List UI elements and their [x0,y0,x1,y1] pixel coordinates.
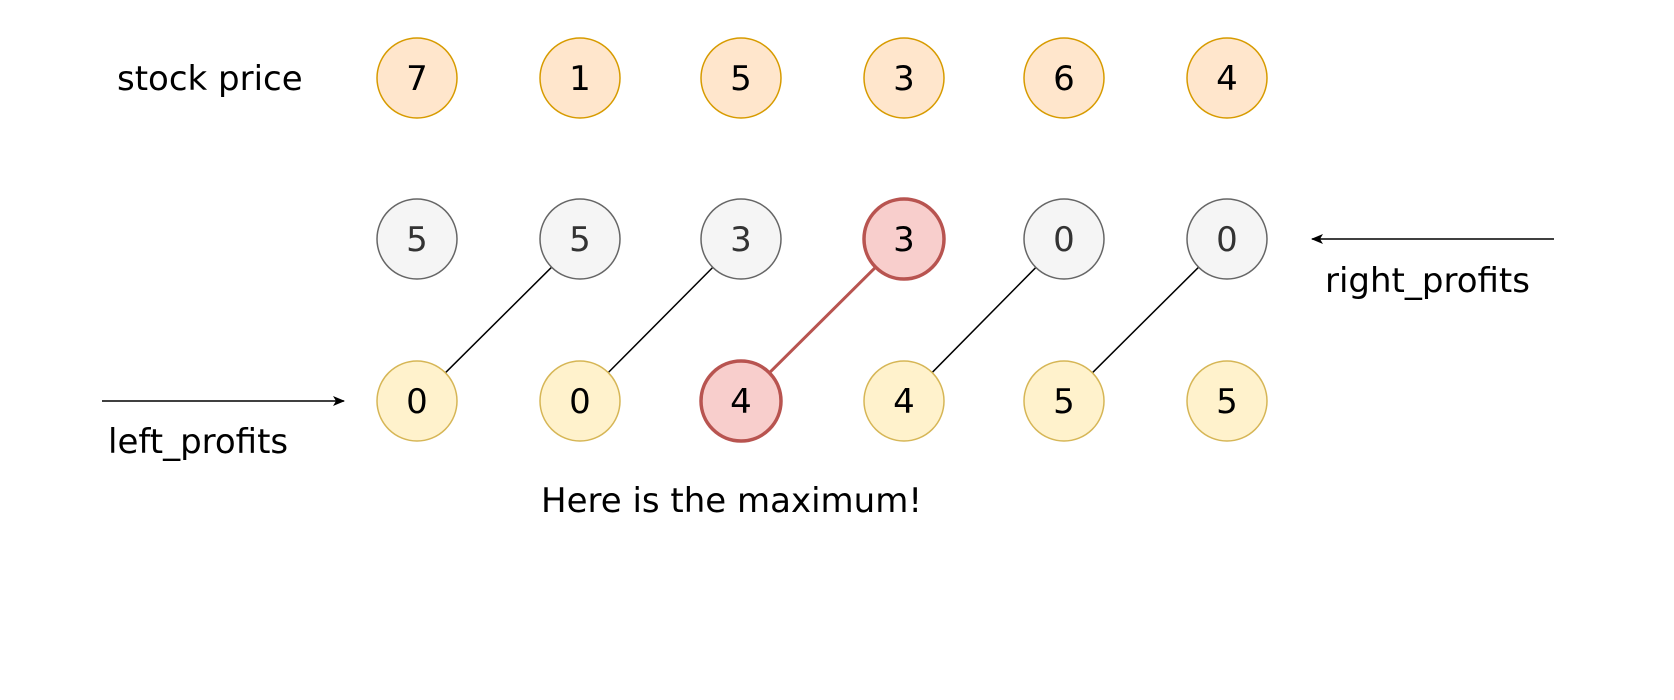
left-profits-node-circle [376,360,458,442]
right-profits-node: 5 [376,198,458,280]
stock-price-node-circle [863,37,945,119]
stock-price-node-value: 5 [730,59,752,99]
stock-price-node-value: 4 [1216,59,1238,99]
right-profits-node-circle [700,198,782,280]
left-profits-node: 4 [863,360,945,442]
right-profits-node-value: 0 [1216,220,1238,260]
left-profits-node: 5 [1023,360,1105,442]
stock-price-node: 6 [1023,37,1105,119]
stock-price-node: 1 [539,37,621,119]
stock-price-node-circle [376,37,458,119]
left-profits-node-circle [1186,360,1268,442]
right-profits-node-circle [539,198,621,280]
left-profits-node-value: 0 [569,382,591,422]
right-profits-node-circle [862,197,946,281]
left-profits-node: 0 [539,360,621,442]
right-profits-node-circle [376,198,458,280]
right-profits-node-value: 3 [893,220,915,260]
left-profits-node-value: 0 [406,382,428,422]
left-profits-node: 0 [376,360,458,442]
right-profits-node-value: 0 [1053,220,1075,260]
right-profits-node-highlight: 3 [862,197,946,281]
left-profits-node-circle [699,359,783,443]
left-profits-node-value: 4 [893,382,915,422]
stock-price-node: 7 [376,37,458,119]
value-nodes: 7 1 5 3 6 4 5 5 3 3 0 0 0 0 4 4 5 5 [376,37,1268,443]
stock-price-node-circle [539,37,621,119]
left-profits-node: 5 [1186,360,1268,442]
right-profits-node: 0 [1186,198,1268,280]
right-profits-node: 0 [1023,198,1105,280]
stock-price-label: stock price [117,59,303,99]
right-profits-node-circle [1023,198,1105,280]
right-profits-node-value: 5 [569,220,591,260]
connector-line [607,266,714,374]
maximum-annotation: Here is the maximum! [541,481,922,521]
stock-price-node-value: 3 [893,59,915,99]
stock-price-node: 3 [863,37,945,119]
stock-price-node-circle [700,37,782,119]
stock-price-node-circle [1023,37,1105,119]
left-profits-node-value: 5 [1216,382,1238,422]
stock-price-node-value: 6 [1053,59,1075,99]
left-profits-node-circle [863,360,945,442]
left-profits-node-circle [539,360,621,442]
right-profits-node-circle [1186,198,1268,280]
stock-price-node-value: 1 [569,59,591,99]
left-profits-label: left_profits [108,422,289,462]
right-profits-node: 3 [700,198,782,280]
right-profits-node-value: 3 [730,220,752,260]
stock-price-node-circle [1186,37,1268,119]
stock-price-node: 4 [1186,37,1268,119]
right-profits-node-value: 5 [406,220,428,260]
right-profits-label: right_profits [1325,261,1530,301]
connector-line [1091,266,1200,374]
connector-lines [444,266,1200,374]
stock-price-node-value: 7 [406,59,428,99]
left-profits-node-highlight: 4 [699,359,783,443]
connector-line [931,266,1037,374]
right-profits-node: 5 [539,198,621,280]
max-connector-line [768,266,877,374]
direction-arrows [102,234,1554,406]
left-profits-node-value: 5 [1053,382,1075,422]
connector-line [444,266,553,374]
stock-price-node: 5 [700,37,782,119]
left-profits-node-value: 4 [730,382,752,422]
left-profits-node-circle [1023,360,1105,442]
